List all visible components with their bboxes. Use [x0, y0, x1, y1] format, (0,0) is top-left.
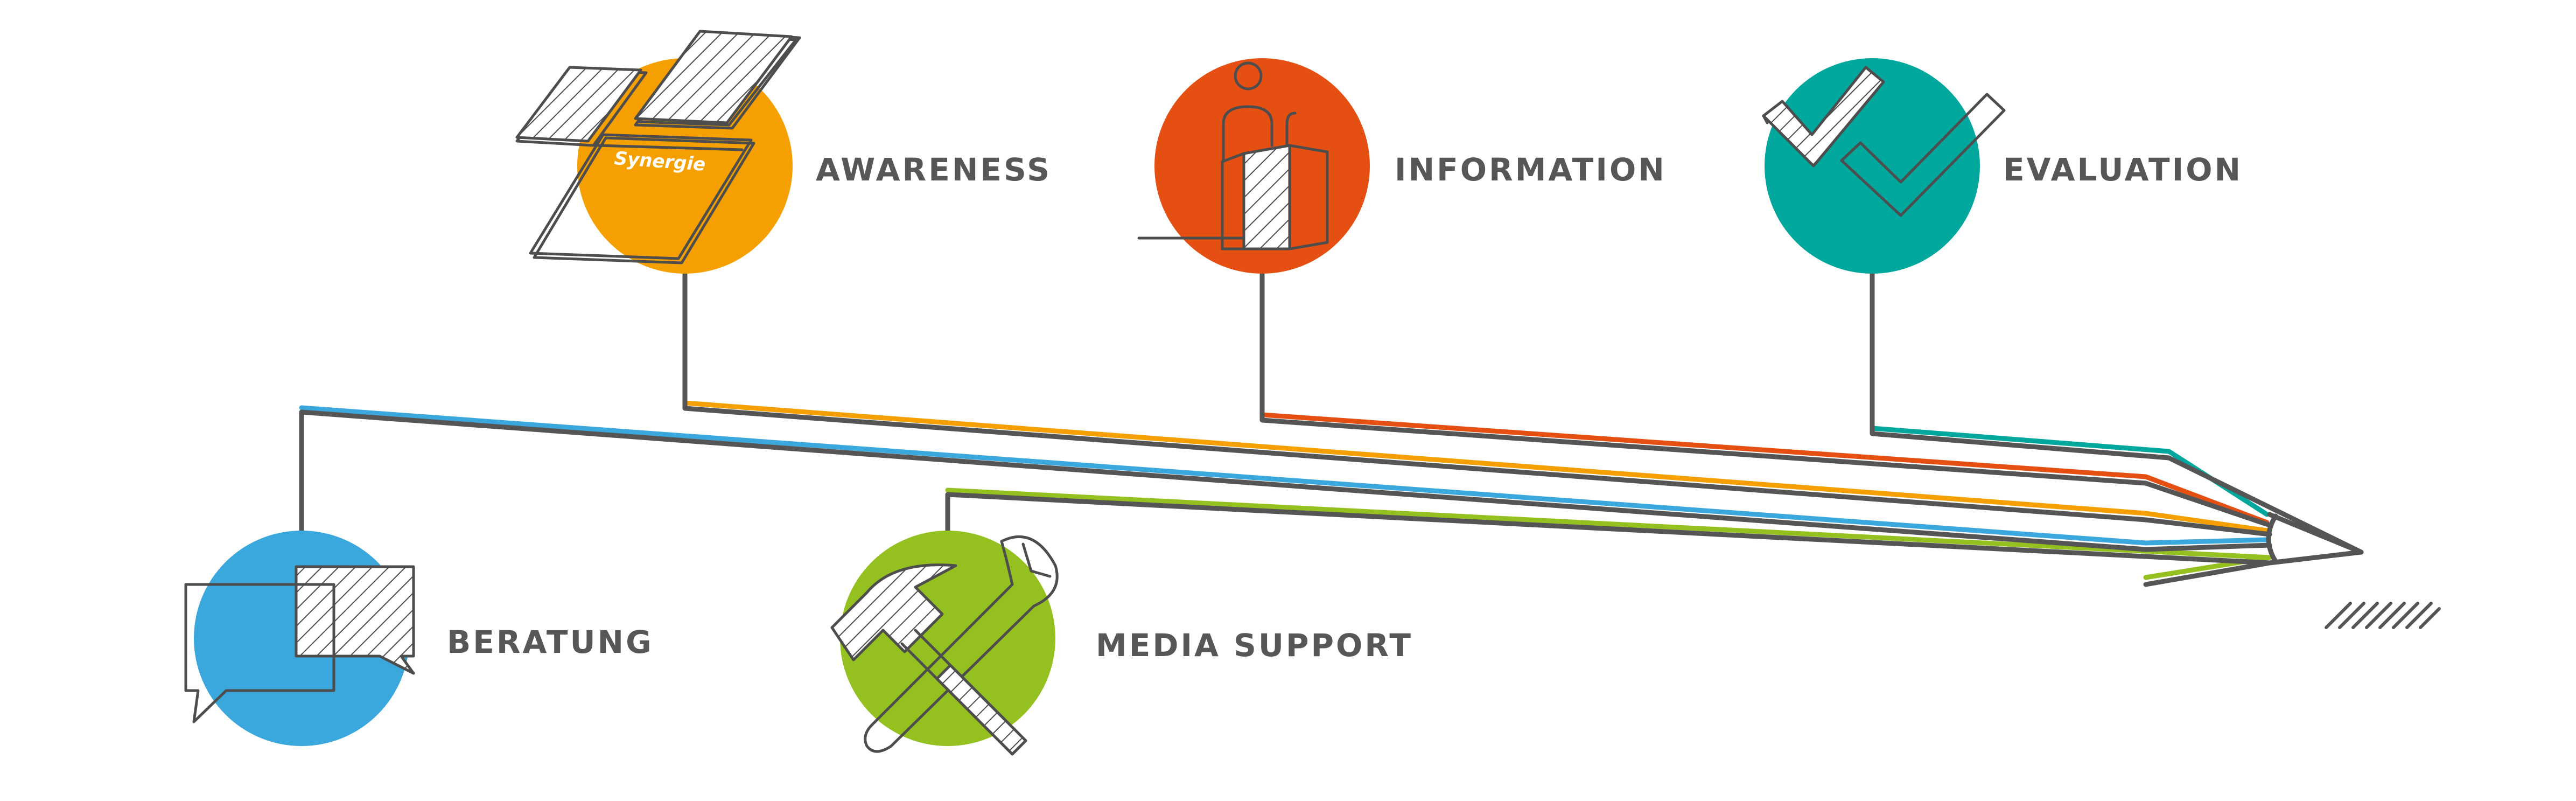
awareness-connector — [682, 267, 2272, 537]
speech-bubbles-icon — [184, 565, 415, 723]
tip-shadow — [2325, 602, 2441, 629]
media-support-label: MEDIA SUPPORT — [1096, 627, 1413, 664]
stage-evaluation: EVALUATION — [1762, 58, 2243, 274]
stage-media-support: MEDIA SUPPORT — [830, 531, 1413, 756]
awareness-strand — [682, 400, 2270, 533]
pencil-tip-edge — [2266, 513, 2278, 564]
pencil-shape — [299, 261, 2441, 629]
beratung-label: BERATUNG — [447, 624, 654, 660]
evaluation-label: EVALUATION — [2003, 151, 2243, 188]
person-desk-icon — [1137, 61, 1329, 250]
evaluation-connector — [1870, 261, 2364, 555]
information-connector — [1259, 267, 2272, 528]
information-label: INFORMATION — [1395, 151, 1667, 188]
stage-information: INFORMATION — [1137, 58, 1667, 274]
hammer-wrench-icon — [830, 535, 1059, 756]
stage-awareness: Synergie AWARENESS — [515, 30, 1052, 274]
beratung-connector — [299, 409, 2272, 552]
evaluation-circle — [1765, 58, 1980, 274]
media-support-strand — [945, 487, 2272, 580]
information-strand — [1259, 412, 2270, 525]
brochure-icon: Synergie — [515, 30, 801, 264]
pencil-tip — [2267, 512, 2364, 566]
media-support-connector — [945, 492, 2272, 587]
awareness-label: AWARENESS — [816, 151, 1052, 188]
stage-beratung: BERATUNG — [184, 531, 654, 746]
evaluation-strand — [1870, 426, 2270, 517]
beratung-strand — [299, 405, 2270, 546]
checkmark-icon — [1762, 66, 2006, 217]
